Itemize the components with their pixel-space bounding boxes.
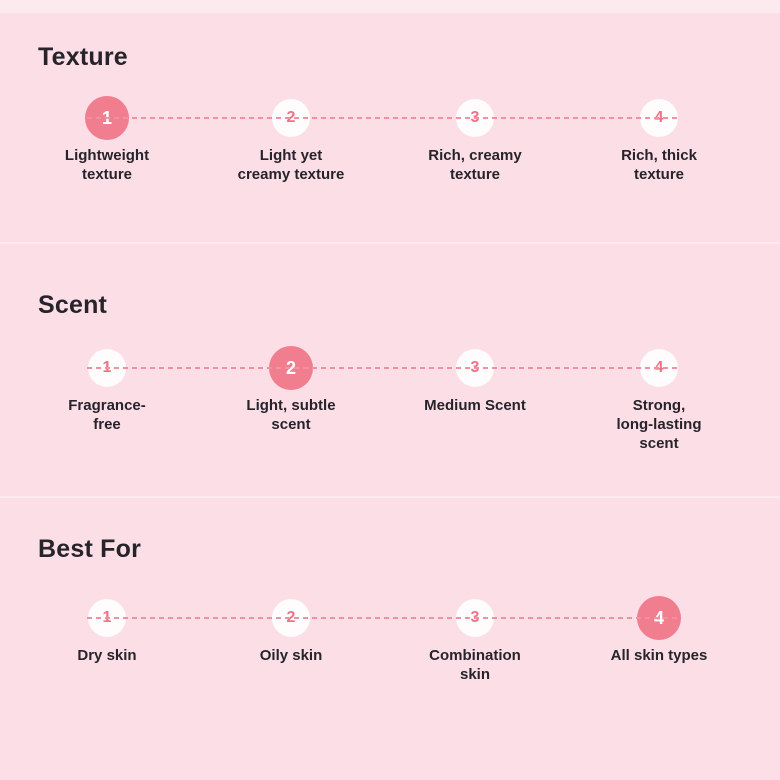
section-title: Texture [38, 43, 128, 71]
stepper: 1234Fragrance- free Light, subtle scent Me… [15, 346, 751, 453]
section-scent: Scent 1234Fragrance- free Light, subtle sc… [0, 244, 780, 496]
section-best-for: Best For 1234Dry skin Oily skin Combination… [0, 498, 780, 780]
labels-row: Fragrance- free Light, subtle scent Medium… [15, 396, 751, 453]
stepper: 1234Lightweight texture Light yet creamy … [15, 96, 751, 184]
step-label: Fragrance- free [68, 397, 146, 433]
circles-row: 1234 [15, 346, 751, 390]
section-divider [0, 496, 780, 498]
labels-row: Lightweight texture Light yet creamy text… [15, 146, 751, 184]
section-texture: Texture 1234Lightweight texture Light yet … [0, 13, 780, 242]
step-label: Light yet creamy texture [237, 147, 345, 183]
circles-row: 1234 [15, 96, 751, 140]
step-label: Medium Scent [424, 397, 526, 414]
step-label: Oily skin [259, 647, 323, 664]
section-title: Best For [38, 535, 142, 563]
stepper: 1234Dry skin Oily skin Combination skin All… [15, 596, 751, 684]
step-label: Combination skin [429, 647, 521, 683]
step-label: Rich, thick texture [621, 147, 697, 183]
top-strip [0, 0, 780, 13]
section-divider [0, 242, 780, 244]
step-label: Strong, long-lasting scent [616, 397, 702, 452]
step-label: All skin types [610, 647, 708, 664]
step-label: Rich, creamy texture [428, 147, 522, 183]
step-label: Dry skin [77, 647, 137, 664]
dashed-connector [87, 117, 679, 119]
circles-row: 1234 [15, 596, 751, 640]
labels-row: Dry skin Oily skin Combination skin All ski… [15, 646, 751, 684]
dashed-connector [87, 367, 679, 369]
section-title: Scent [38, 291, 108, 319]
step-label: Light, subtle scent [246, 397, 336, 433]
step-label: Lightweight texture [64, 147, 150, 183]
dashed-connector [87, 617, 679, 619]
